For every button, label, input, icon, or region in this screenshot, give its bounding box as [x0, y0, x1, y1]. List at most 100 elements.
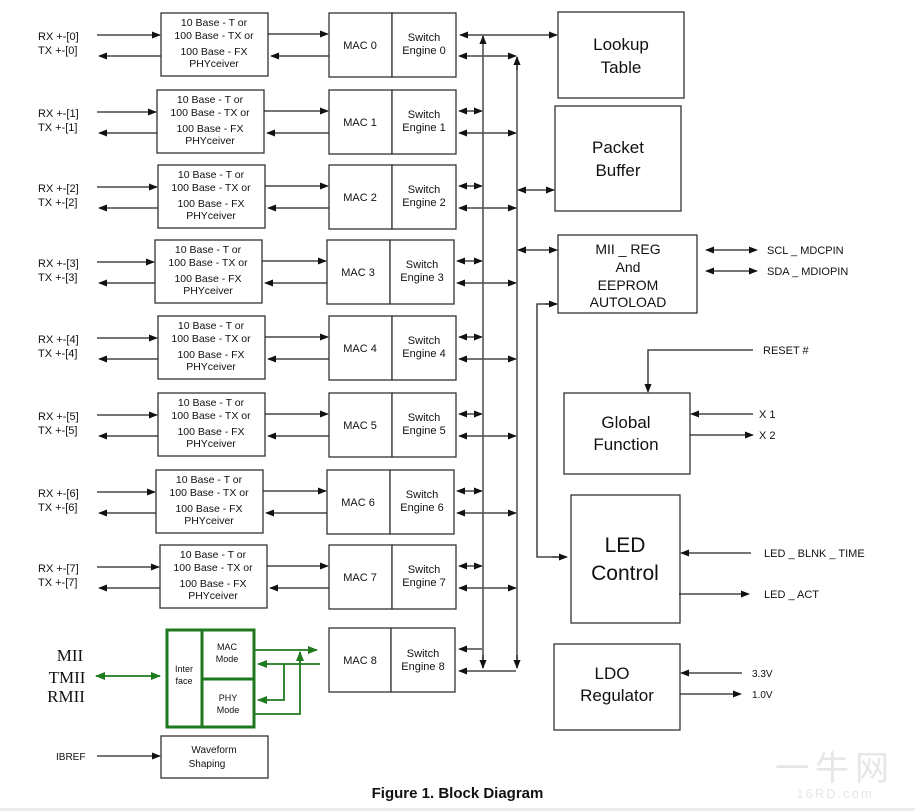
ldo-line2: Regulator — [580, 686, 654, 705]
engine8-box — [390, 627, 456, 693]
bottom-border — [0, 808, 915, 811]
phyceiver-box — [156, 89, 265, 154]
tx-label: TX +-[4] — [38, 348, 77, 360]
phy-text-line: 100 Base - FX — [179, 578, 246, 590]
phy-text-line: 100 Base - FX — [177, 198, 244, 210]
tmii-label: TMII — [49, 668, 86, 687]
tx-label: TX +-[7] — [38, 577, 77, 589]
switch-engine-box — [389, 239, 455, 305]
rx-label: RX +-[0] — [38, 31, 79, 43]
phy-text-line: 100 Base - FX — [175, 503, 242, 515]
phy-text-line: 10 Base - T or — [181, 17, 248, 29]
phy-text-line: 100 Base - FX — [177, 349, 244, 361]
rx-label: RX +-[3] — [38, 258, 79, 270]
ldo-box — [553, 643, 681, 731]
figure-caption: Figure 1. Block Diagram — [371, 785, 544, 802]
tx-label: TX +-[5] — [38, 425, 77, 437]
switch-engine-line2: Engine 7 — [402, 577, 445, 589]
global-function-line2: Function — [593, 435, 658, 454]
phy-text-line: 100 Base - FX — [176, 123, 243, 135]
packet-buffer-box — [554, 105, 682, 212]
mac-mode-line1: MAC — [217, 642, 238, 652]
phyceiver-box — [160, 12, 269, 77]
switch-engine-line1: Switch — [408, 184, 440, 196]
ibref-label: IBREF — [56, 752, 85, 763]
packet-buffer-line2: Buffer — [595, 161, 640, 180]
mac-box — [328, 89, 393, 155]
mii-interface-group: MII TMII RMII Inter face MAC Mode PHY Mo… — [47, 628, 320, 729]
mac-box — [326, 239, 391, 305]
global-function-line1: Global — [601, 413, 650, 432]
phy-text-line: 10 Base - T or — [176, 474, 243, 486]
phy-text-line: 100 Base - TX or — [171, 333, 251, 345]
switch-engine-line1: Switch — [408, 564, 440, 576]
mac8-to-phy-mode — [257, 664, 285, 704]
watermark-logo: 一牛网 — [775, 750, 895, 788]
scl-label: SCL _ MDCPIN — [767, 245, 844, 257]
lookup-table-box — [557, 11, 685, 99]
switch-engine-box — [391, 12, 457, 78]
led-control-line2: Control — [591, 562, 659, 585]
phy-text-line: 10 Base - T or — [175, 244, 242, 256]
mac-label: MAC 7 — [343, 572, 377, 584]
phyceiver-box — [159, 544, 268, 609]
phy-text-line: 100 Base - TX or — [170, 107, 250, 119]
led-control-line1: LED — [605, 534, 646, 557]
phy-text-line: 100 Base - TX or — [171, 182, 251, 194]
mac8-box — [328, 627, 392, 693]
mii-led-link — [536, 303, 566, 558]
mac-label: MAC 0 — [343, 40, 377, 52]
mac8-label: MAC 8 — [343, 655, 377, 667]
switch-engine-line2: Engine 4 — [402, 348, 445, 360]
ldo-line1: LDO — [595, 664, 630, 683]
mac-box — [326, 469, 391, 535]
mac-box — [328, 12, 393, 78]
phyceiver-box — [157, 392, 266, 457]
switch-engine-box — [391, 392, 457, 458]
vin-label: 3.3V — [752, 669, 773, 680]
switch-engine-line2: Engine 5 — [402, 425, 445, 437]
tx-label: TX +-[2] — [38, 197, 77, 209]
switch-engine-line2: Engine 0 — [402, 45, 445, 57]
watermark: 一牛网 16RD.com — [775, 752, 895, 801]
phy-mode-line2: Mode — [217, 705, 240, 715]
mii-reg-line1: MII _ REG — [595, 241, 660, 257]
phy-text-line: 100 Base - TX or — [169, 487, 249, 499]
phy-text-line: 10 Base - T or — [177, 94, 244, 106]
phy-mode-line1: PHY — [219, 693, 238, 703]
phy-text-line: PHYceiver — [188, 590, 238, 602]
phy-text-line: 100 Base - TX or — [171, 410, 251, 422]
lookup-table-line2: Table — [601, 58, 642, 77]
phyceiver-box — [157, 164, 266, 229]
phy-text-line: 100 Base - FX — [174, 273, 241, 285]
interface-line2: face — [175, 676, 192, 686]
port-row: RX +-[0] TX +-[0] 10 Base - T or 100 Base -… — [38, 12, 517, 78]
rmii-label: RMII — [47, 687, 85, 706]
lookup-table-line1: Lookup — [593, 35, 649, 54]
packet-buffer-line1: Packet — [592, 138, 644, 157]
sda-label: SDA _ MDIOPIN — [767, 266, 848, 278]
tx-label: TX +-[0] — [38, 45, 77, 57]
rx-label: RX +-[5] — [38, 411, 79, 423]
watermark-url: 16RD.com — [796, 786, 874, 801]
x1-label: X 1 — [759, 409, 776, 421]
phy-text-line: PHYceiver — [185, 135, 235, 147]
phy-text-line: PHYceiver — [189, 58, 239, 70]
switch-engine-line2: Engine 3 — [400, 272, 443, 284]
rx-label: RX +-[7] — [38, 563, 79, 575]
mac-box — [328, 315, 393, 381]
rx-label: RX +-[1] — [38, 108, 79, 120]
phy-text-line: PHYceiver — [184, 515, 234, 527]
led-act-label: LED _ ACT — [764, 589, 819, 601]
phyceiver-box — [157, 315, 266, 380]
waveform-box — [160, 735, 269, 779]
vout-label: 1.0V — [752, 690, 773, 701]
phy-text-line: 100 Base - FX — [180, 46, 247, 58]
engine8-line2: Engine 8 — [401, 661, 444, 673]
switch-engine-line1: Switch — [406, 489, 438, 501]
